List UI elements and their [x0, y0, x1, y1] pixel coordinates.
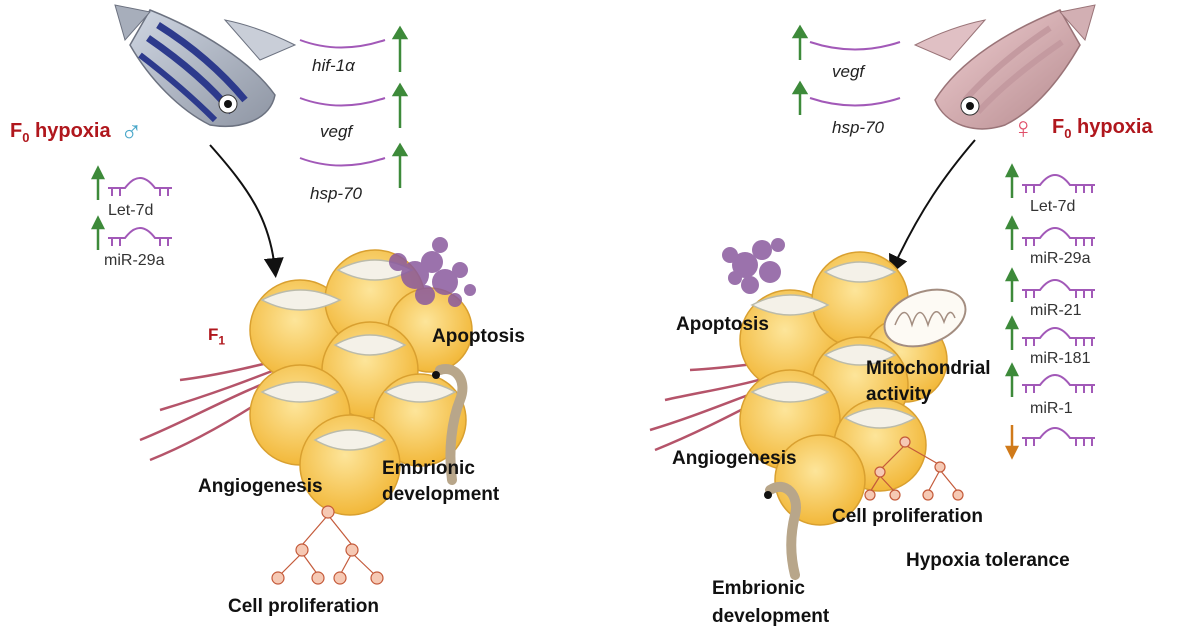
left-larva — [432, 364, 468, 485]
right-mirna-mir1: miR-1 — [1030, 400, 1073, 417]
female-symbol: ♀ — [1012, 112, 1035, 145]
right-label-hypoxia-tolerance: Hypoxia tolerance — [906, 550, 1070, 571]
right-mirna-let7d: Let-7d — [1030, 198, 1076, 215]
left-label-apoptosis: Apoptosis — [432, 326, 525, 347]
left-label-cell-proliferation: Cell proliferation — [228, 596, 379, 617]
left-embryo-cluster — [249, 249, 473, 516]
right-label-embryo-1: Embrionic — [712, 578, 805, 599]
right-larva — [764, 481, 801, 580]
right-condition-label: F0 hypoxia — [1052, 116, 1153, 141]
left-label-embryo-2: development — [382, 484, 500, 505]
right-embryo-cluster — [739, 251, 948, 526]
male-symbol: ♂ — [120, 116, 143, 149]
right-gene-vegf: vegf — [832, 62, 865, 81]
right-gene-strands — [809, 41, 901, 107]
right-mirna-mir181: miR-181 — [1030, 350, 1091, 367]
right-label-angiogenesis: Angiogenesis — [672, 448, 797, 469]
right-curved-arrow — [889, 139, 976, 276]
female-zebrafish — [913, 4, 1096, 130]
right-mirna-mir21: miR-21 — [1030, 302, 1082, 319]
right-mirna-arrows — [1004, 163, 1020, 460]
male-zebrafish — [114, 4, 297, 127]
right-gene-hsp: hsp-70 — [832, 118, 884, 137]
left-label-embryo-1: Embrionic — [382, 458, 475, 479]
right-label-cell-proliferation: Cell proliferation — [832, 506, 983, 527]
right-label-mito-1: Mitochondrial — [866, 358, 991, 379]
right-mirna-hairpins — [1022, 174, 1095, 446]
left-gene-vegf: vegf — [320, 122, 353, 141]
left-label-angiogenesis: Angiogenesis — [198, 476, 323, 497]
left-apoptosis-blob — [389, 237, 476, 307]
left-mirna-let7d: Let-7d — [108, 202, 154, 219]
right-mirna-mir29a: miR-29a — [1030, 250, 1091, 267]
right-label-mito-2: activity — [866, 384, 932, 405]
right-label-embryo-2: development — [712, 606, 830, 627]
right-proliferation-tree — [864, 436, 964, 501]
left-mirna-hairpins — [108, 177, 172, 246]
left-mirna-up-arrows — [90, 165, 106, 250]
left-condition-label: F0 hypoxia — [10, 120, 111, 145]
mitochondrion — [883, 288, 967, 348]
left-mirna-mir29a: miR-29a — [104, 252, 165, 269]
right-label-apoptosis: Apoptosis — [676, 314, 769, 335]
right-apoptosis-blob — [722, 238, 785, 294]
left-proliferation-tree — [271, 505, 384, 585]
left-gene-strands — [299, 39, 386, 167]
left-gene-hif: hif-1α — [312, 56, 355, 75]
left-gene-hsp: hsp-70 — [310, 184, 362, 203]
right-gene-up-arrows — [791, 24, 809, 115]
left-curved-arrow — [209, 144, 284, 278]
left-generation-label: F1 — [208, 325, 226, 348]
left-gene-up-arrows — [391, 25, 409, 188]
